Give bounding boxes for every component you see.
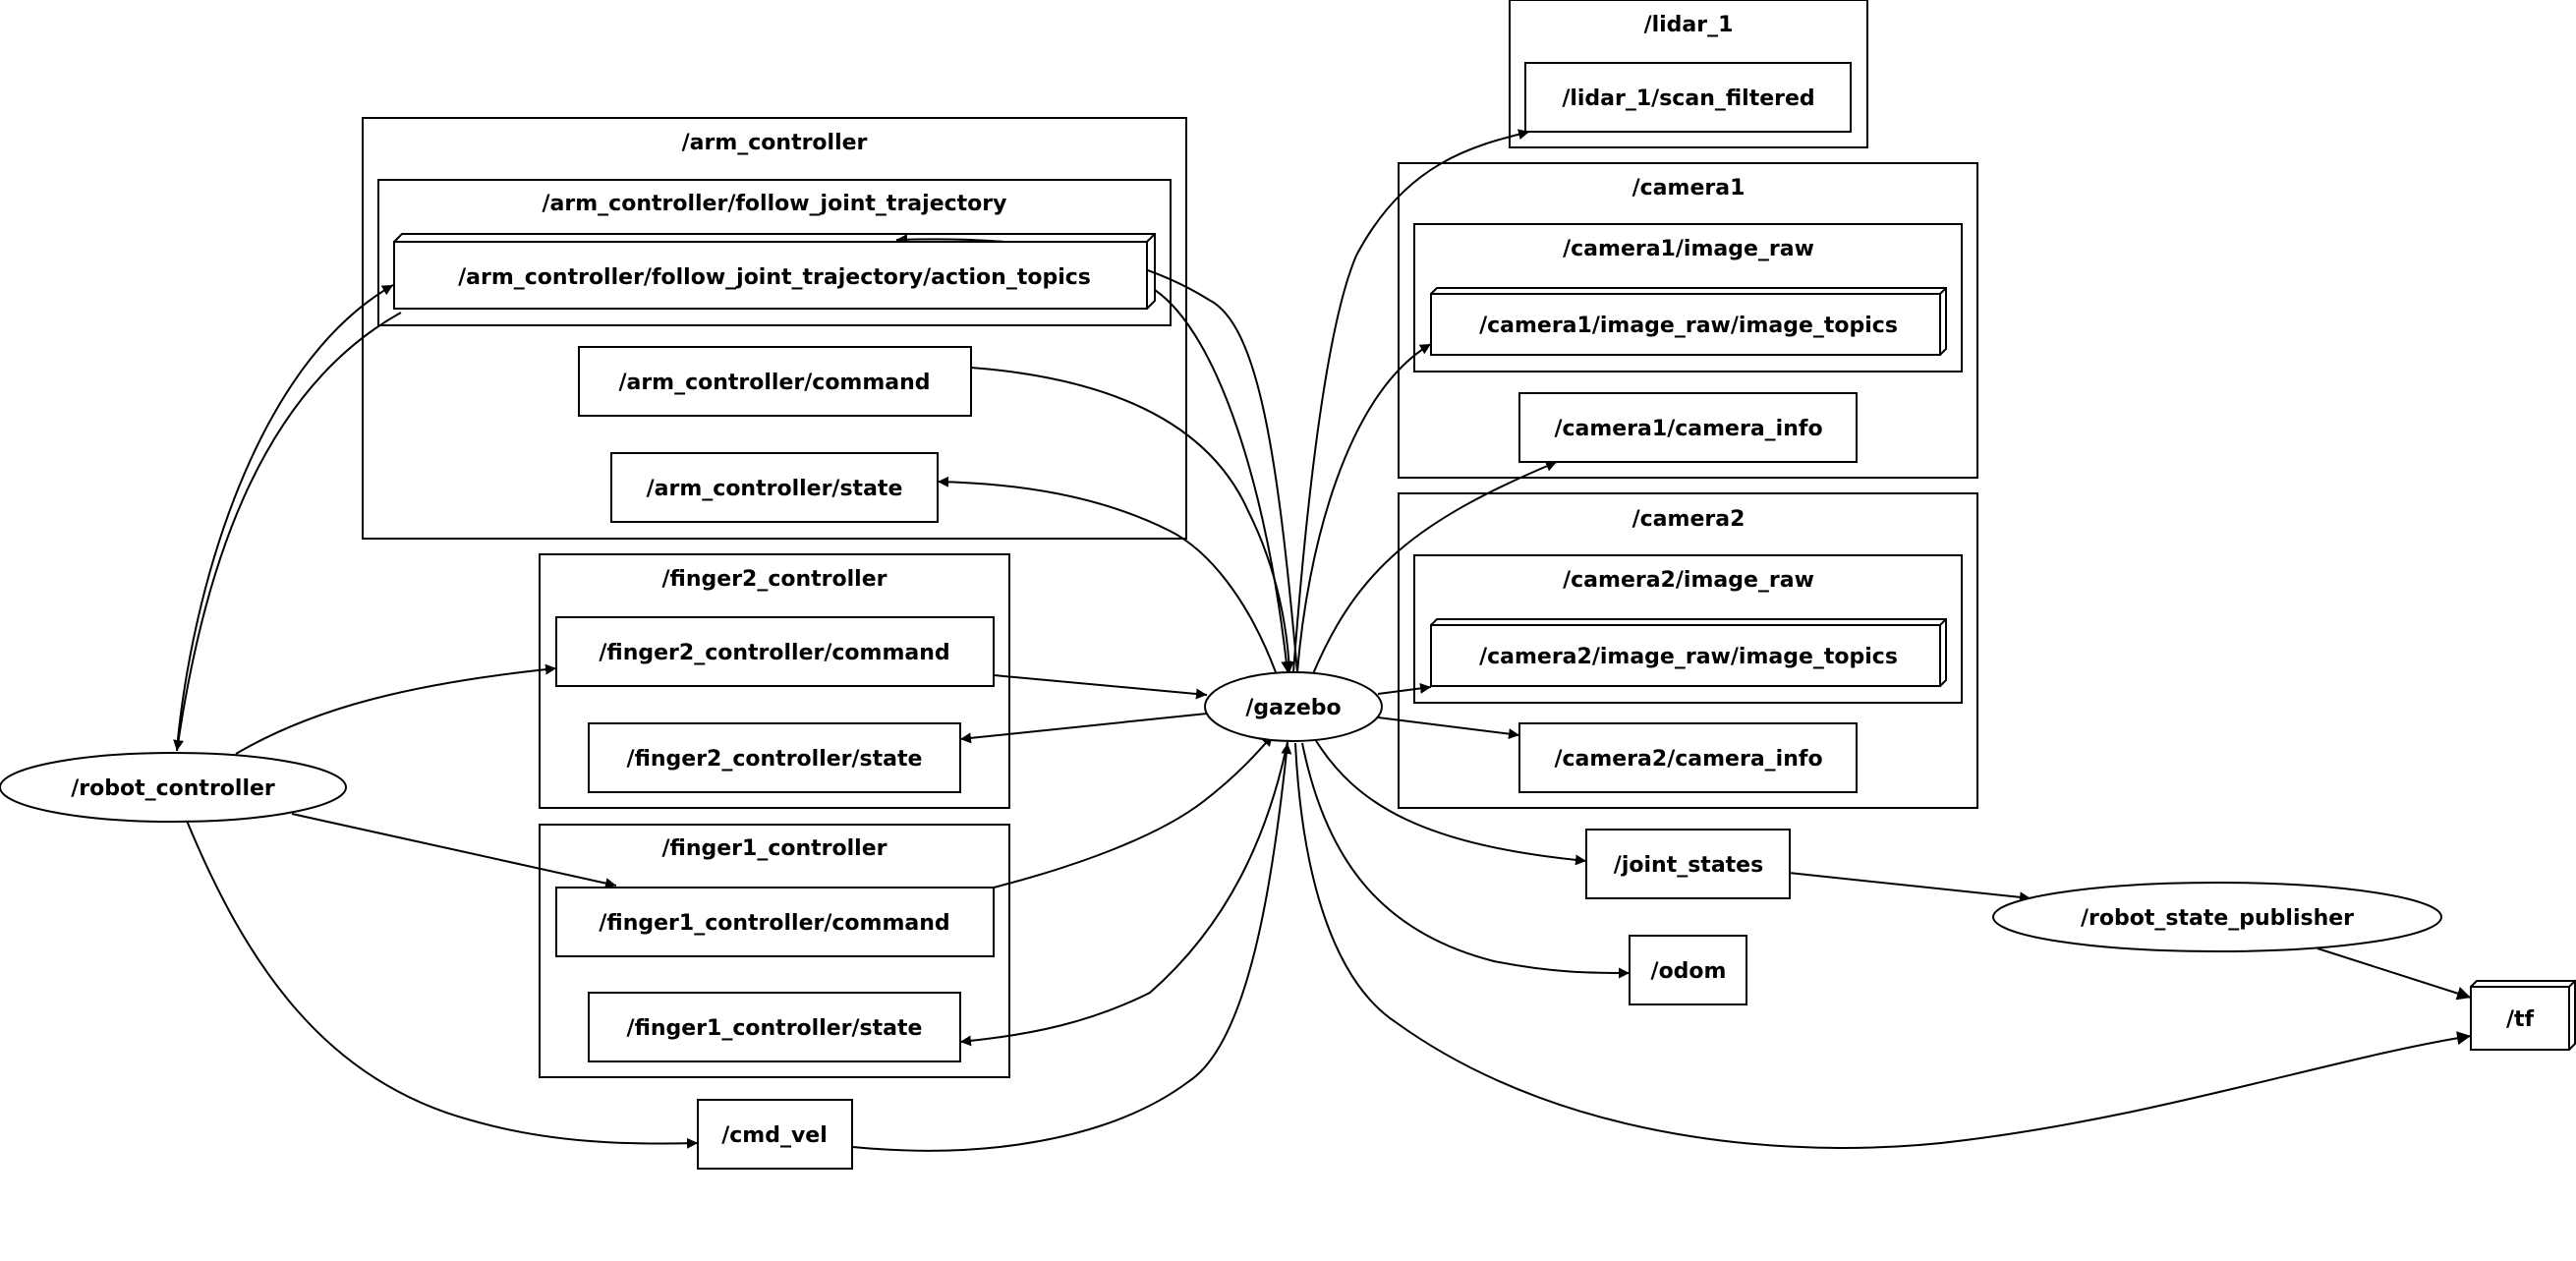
edge-cmd-vel-to-gazebo (852, 742, 1292, 1152)
topic-cmd-vel[interactable]: /cmd_vel (697, 1099, 853, 1170)
topic-label-finger2-state: /finger2_controller/state (627, 747, 923, 772)
edge-gazebo-to-arm-state (937, 476, 1277, 673)
edge-gazebo-to-tf (1294, 742, 2472, 1149)
topic-finger1-state[interactable]: /finger1_controller/state (588, 992, 961, 1062)
topic-arm-action-topics[interactable]: /arm_controller/follow_joint_trajectory/… (393, 233, 1156, 310)
cluster-arm-follow-joint-trajectory: /arm_controller/follow_joint_trajectory (377, 179, 1172, 326)
cluster-arm-controller: /arm_controller (362, 117, 1187, 540)
edge-robot-state-publisher-to-tf (2317, 947, 2472, 1001)
edge-gazebo-to-lidar-scan (1292, 129, 1530, 673)
node-label-gazebo: /gazebo (1245, 696, 1341, 720)
topic-label-lidar-scan: /lidar_1/scan_filtered (1562, 86, 1814, 111)
topic-arm-command[interactable]: /arm_controller/command (578, 346, 972, 417)
edge-gazebo-to-camera2-info (1377, 716, 1520, 740)
edge-gazebo-to-finger2-state (959, 713, 1208, 744)
topic-joint-states[interactable]: /joint_states (1585, 829, 1791, 899)
edge-arm-action-to-gazebo (1154, 289, 1292, 673)
topic-label-camera2-topics: /camera2/image_raw/image_topics (1479, 645, 1898, 669)
topic-label-arm-action: /arm_controller/follow_joint_trajectory/… (458, 265, 1091, 290)
cluster-label-arm-follow: /arm_controller/follow_joint_trajectory (543, 192, 1007, 216)
cluster-camera1-image-raw: /camera1/image_raw (1413, 223, 1963, 373)
edge-gazebo-to-camera1-info (1311, 461, 1558, 677)
edge-robot-controller-to-finger1-command (291, 813, 617, 888)
edge-robot-controller-to-cmd-vel (186, 820, 699, 1149)
node-gazebo[interactable]: /gazebo (1204, 671, 1383, 742)
node-label-robot-state-publisher: /robot_state_publisher (2081, 906, 2354, 931)
topic-label-finger1-state: /finger1_controller/state (627, 1016, 923, 1041)
topic-label-finger2-command: /finger2_controller/command (599, 641, 949, 665)
topic-lidar-scan-filtered[interactable]: /lidar_1/scan_filtered (1524, 62, 1852, 133)
cluster-label-camera2: /camera2 (1632, 507, 1746, 532)
topic-finger2-state[interactable]: /finger2_controller/state (588, 722, 961, 793)
node-robot-controller[interactable]: /robot_controller (0, 752, 347, 823)
edge-gazebo-to-joint-states (1314, 738, 1587, 866)
topic-tf[interactable]: /tf (2470, 980, 2576, 1051)
cluster-label-finger2: /finger2_controller (662, 567, 887, 592)
topic-label-joint-states: /joint_states (1614, 853, 1763, 878)
edge-gazebo-to-camera1-topics (1296, 343, 1432, 673)
topic-camera2-image-topics[interactable]: /camera2/image_raw/image_topics (1430, 618, 1947, 687)
cluster-label-camera2-image: /camera2/image_raw (1563, 568, 1814, 593)
edge-arm-action-to-robot-controller (173, 312, 402, 752)
topic-label-tf: /tf (2506, 1007, 2535, 1032)
topic-finger1-command[interactable]: /finger1_controller/command (555, 887, 995, 957)
edge-gazebo-to-odom (1301, 742, 1631, 979)
topic-camera2-camera-info[interactable]: /camera2/camera_info (1518, 722, 1858, 793)
topic-finger2-command[interactable]: /finger2_controller/command (555, 616, 995, 687)
topic-label-camera1-topics: /camera1/image_raw/image_topics (1479, 314, 1898, 338)
cluster-label-arm-controller: /arm_controller (682, 131, 868, 155)
edge-gazebo-to-camera2-topics (1377, 682, 1432, 695)
topic-camera1-camera-info[interactable]: /camera1/camera_info (1518, 392, 1858, 463)
topic-camera1-image-topics[interactable]: /camera1/image_raw/image_topics (1430, 287, 1947, 356)
edge-robot-controller-to-finger2-command (235, 663, 557, 755)
topic-label-arm-state: /arm_controller/state (647, 477, 903, 501)
edge-gazebo-to-finger1-state (959, 741, 1288, 1047)
topic-label-camera2-info: /camera2/camera_info (1554, 747, 1822, 772)
topic-arm-state[interactable]: /arm_controller/state (610, 452, 939, 523)
cluster-finger1-controller: /finger1_controller (539, 824, 1010, 1078)
node-label-robot-controller: /robot_controller (71, 776, 275, 801)
cluster-lidar-1: /lidar_1 (1509, 0, 1868, 148)
edge-finger1-command-to-gazebo (993, 734, 1274, 888)
topic-label-arm-command: /arm_controller/command (618, 371, 930, 395)
cluster-label-lidar: /lidar_1 (1644, 13, 1734, 37)
edges (173, 129, 2472, 1152)
cluster-camera2: /camera2 (1398, 492, 1978, 809)
cluster-label-camera1: /camera1 (1632, 176, 1746, 201)
cluster-label-finger1: /finger1_controller (662, 836, 887, 861)
edge-joint-states-to-robot-state-publisher (1788, 872, 2032, 903)
edge-finger2-command-to-gazebo (993, 674, 1208, 700)
topic-label-odom: /odom (1651, 959, 1727, 984)
cluster-camera1: /camera1 (1398, 162, 1978, 479)
cluster-label-camera1-image: /camera1/image_raw (1563, 237, 1814, 261)
edge-robot-controller-to-arm-action (176, 284, 394, 750)
topic-odom[interactable]: /odom (1629, 935, 1747, 1005)
topic-label-cmd-vel: /cmd_vel (721, 1123, 828, 1148)
node-robot-state-publisher[interactable]: /robot_state_publisher (1992, 882, 2442, 952)
edge-arm-command-to-gazebo (970, 367, 1294, 673)
topic-label-camera1-info: /camera1/camera_info (1554, 417, 1822, 441)
cluster-finger2-controller: /finger2_controller (539, 553, 1010, 809)
topic-label-finger1-command: /finger1_controller/command (599, 911, 949, 936)
cluster-camera2-image-raw: /camera2/image_raw (1413, 554, 1963, 704)
